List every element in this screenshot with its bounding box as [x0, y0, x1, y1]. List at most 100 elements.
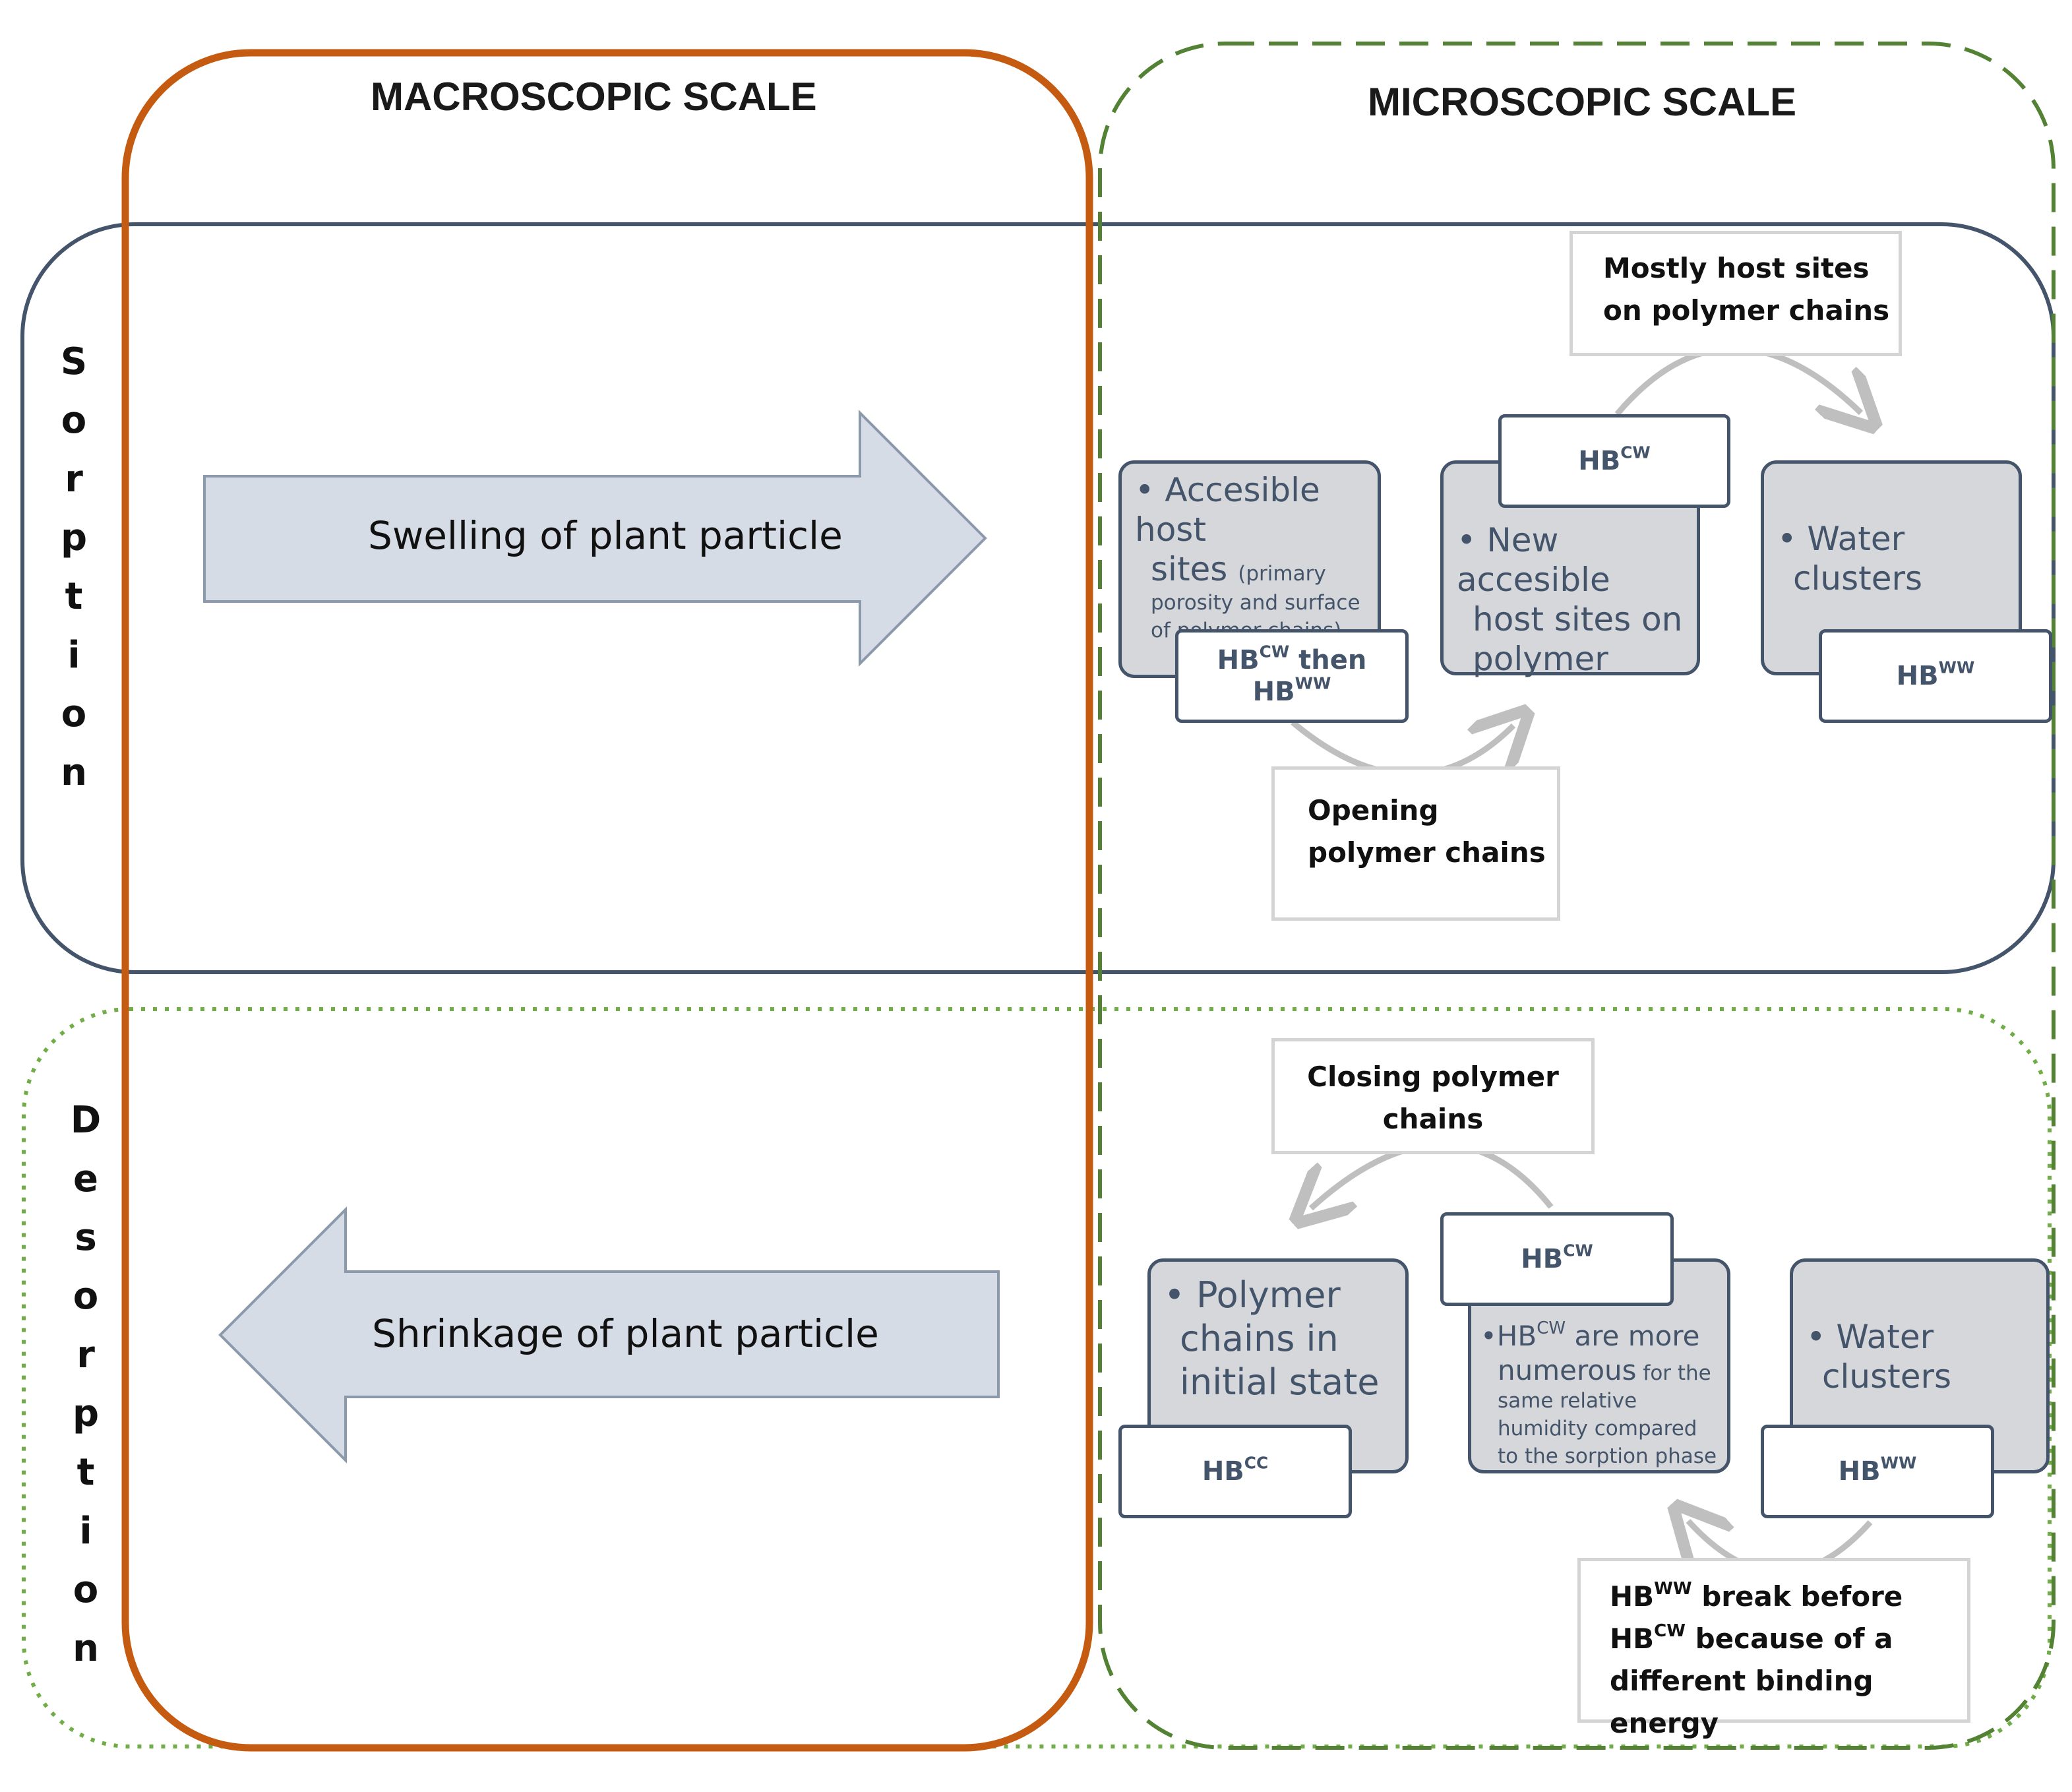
sorption-vertical-label: S o r p t i o n [53, 332, 95, 802]
box-line: • New accesible [1457, 521, 1610, 599]
note-line: Closing polymer [1307, 1061, 1559, 1093]
tag-hb: HB [1252, 677, 1295, 707]
note-line: HBCW because of a [1610, 1618, 1967, 1660]
tag-sup: CC [1244, 1453, 1269, 1473]
microscopic-scale-title: MICROSCOPIC SCALE [1368, 80, 1797, 124]
box-line: • Water [1806, 1318, 1934, 1356]
tag-hb: HB [1896, 661, 1939, 691]
tag-hb: HB [1578, 446, 1621, 476]
hb-cw-then-ww-tag: HBCW then HBWW [1175, 629, 1409, 723]
desorption-letter: t [76, 1451, 95, 1494]
macroscopic-scale-title: MACROSCOPIC SCALE [371, 75, 817, 119]
hb-ww-tag: HBWW [1819, 629, 2052, 723]
sorption-letter: S [60, 340, 88, 383]
closing-polymer-chains-note: Closing polymer chains [1271, 1038, 1595, 1154]
box-hb: HB [1496, 1320, 1537, 1352]
mostly-host-sites-note: Mostly host sites on polymer chains [1569, 231, 1902, 356]
note-line: different binding energy [1610, 1665, 1874, 1739]
tag-hb: HB [1217, 645, 1260, 675]
box-detail: same relative [1498, 1389, 1637, 1413]
tag-hb: HB [1521, 1244, 1564, 1274]
sorption-letter: o [61, 399, 87, 442]
tag-sup: WW [1938, 658, 1975, 677]
box-line: • Polymer [1164, 1274, 1341, 1316]
shrinkage-label: Shrinkage of plant particle [372, 1311, 879, 1356]
box-text: New accesible [1457, 521, 1610, 599]
tag-hb: HB [1202, 1456, 1244, 1487]
sorption-letter: r [65, 458, 83, 501]
box-line: • Water [1777, 520, 1905, 558]
box-detail: for the [1636, 1361, 1711, 1385]
desorption-letter: i [79, 1510, 92, 1553]
note-line: Mostly host sites [1603, 252, 1870, 284]
desorption-letter: p [72, 1392, 100, 1435]
tag-sup: WW [1880, 1453, 1917, 1473]
opening-polymer-chains-note: Opening polymer chains [1271, 766, 1560, 921]
box-text: sites [1151, 550, 1228, 588]
tag-text: HBWW [1838, 1453, 1917, 1487]
hb-cc-tag: HBCC [1118, 1425, 1352, 1518]
tag-text: HBCC [1202, 1453, 1269, 1487]
shrinkage-arrow [218, 1206, 1000, 1464]
box-line: clusters [1793, 559, 1923, 598]
tag-sup: CW [1563, 1241, 1593, 1260]
note-line: chains [1382, 1103, 1484, 1135]
box-text: Water [1836, 1318, 1934, 1356]
note-sup: WW [1654, 1578, 1692, 1599]
hb-break-note: HBWW break before HBCW because of a diff… [1577, 1558, 1970, 1739]
box-line: polymer [1473, 640, 1608, 678]
note-text: because of a [1686, 1622, 1893, 1655]
desorption-letter: s [75, 1216, 97, 1259]
box-detail: porosity and surface [1151, 591, 1360, 615]
note-line: Opening [1308, 794, 1439, 826]
tag-sup: CW [1620, 443, 1651, 462]
desorption-letter: r [76, 1334, 95, 1376]
hb-ww-tag: HBWW [1761, 1425, 1994, 1518]
macroscopic-frame [121, 49, 1093, 1752]
box-line: chains in [1180, 1318, 1339, 1359]
sorption-letter: o [61, 693, 87, 735]
desorption-vertical-label: D e s o r p t i o n [65, 1091, 107, 1678]
box-detail: humidity compared [1498, 1417, 1697, 1440]
note-hb: HB [1610, 1622, 1655, 1655]
sorption-letter: p [60, 516, 88, 559]
desorption-letter: n [73, 1627, 99, 1670]
box-line: initial state [1180, 1361, 1380, 1403]
accessible-host-sites-box: • Accesible host sites (primary porosity… [1118, 460, 1381, 678]
hb-cw-tag: HBCW [1498, 414, 1730, 508]
note-sup: CW [1654, 1621, 1686, 1641]
host-sites-arrow [1614, 346, 1861, 414]
tag-text: HBWW [1897, 660, 1975, 692]
swelling-arrow [203, 410, 987, 667]
box-text: Polymer [1196, 1274, 1341, 1316]
tag-text: HBCW then HBWW [1217, 644, 1367, 708]
box-text: numerous [1498, 1354, 1637, 1386]
tag-hb: HB [1838, 1456, 1881, 1487]
box-text: Accesible host [1135, 471, 1320, 549]
box-line: •HBCW are more [1480, 1318, 1700, 1352]
sorption-letter: i [67, 634, 80, 677]
note-line: HBWW break before [1610, 1576, 1967, 1618]
box-detail: (primary [1238, 562, 1326, 586]
tag-then: then [1289, 645, 1367, 675]
note-line: polymer chains [1308, 836, 1546, 869]
tag-text: HBCW [1521, 1243, 1593, 1275]
box-text: are more [1566, 1320, 1700, 1352]
desorption-letter: e [73, 1158, 98, 1200]
box-text: Water [1807, 520, 1905, 558]
box-line: clusters [1822, 1357, 1952, 1396]
desorption-letter: D [70, 1099, 102, 1142]
note-text: break before [1691, 1580, 1903, 1613]
desorption-letter: o [73, 1275, 99, 1318]
note-line: on polymer chains [1603, 294, 1890, 326]
tag-sup: CW [1259, 642, 1290, 662]
box-line: sites (primary [1135, 549, 1378, 589]
sorption-letter: n [61, 751, 87, 794]
desorption-letter: o [73, 1568, 99, 1611]
swelling-label: Swelling of plant particle [368, 513, 843, 558]
desorption-frame [22, 1007, 2052, 1748]
microscopic-frame [1098, 42, 2056, 1750]
box-line: host sites on [1473, 600, 1683, 638]
hb-cw-tag: HBCW [1440, 1212, 1674, 1306]
